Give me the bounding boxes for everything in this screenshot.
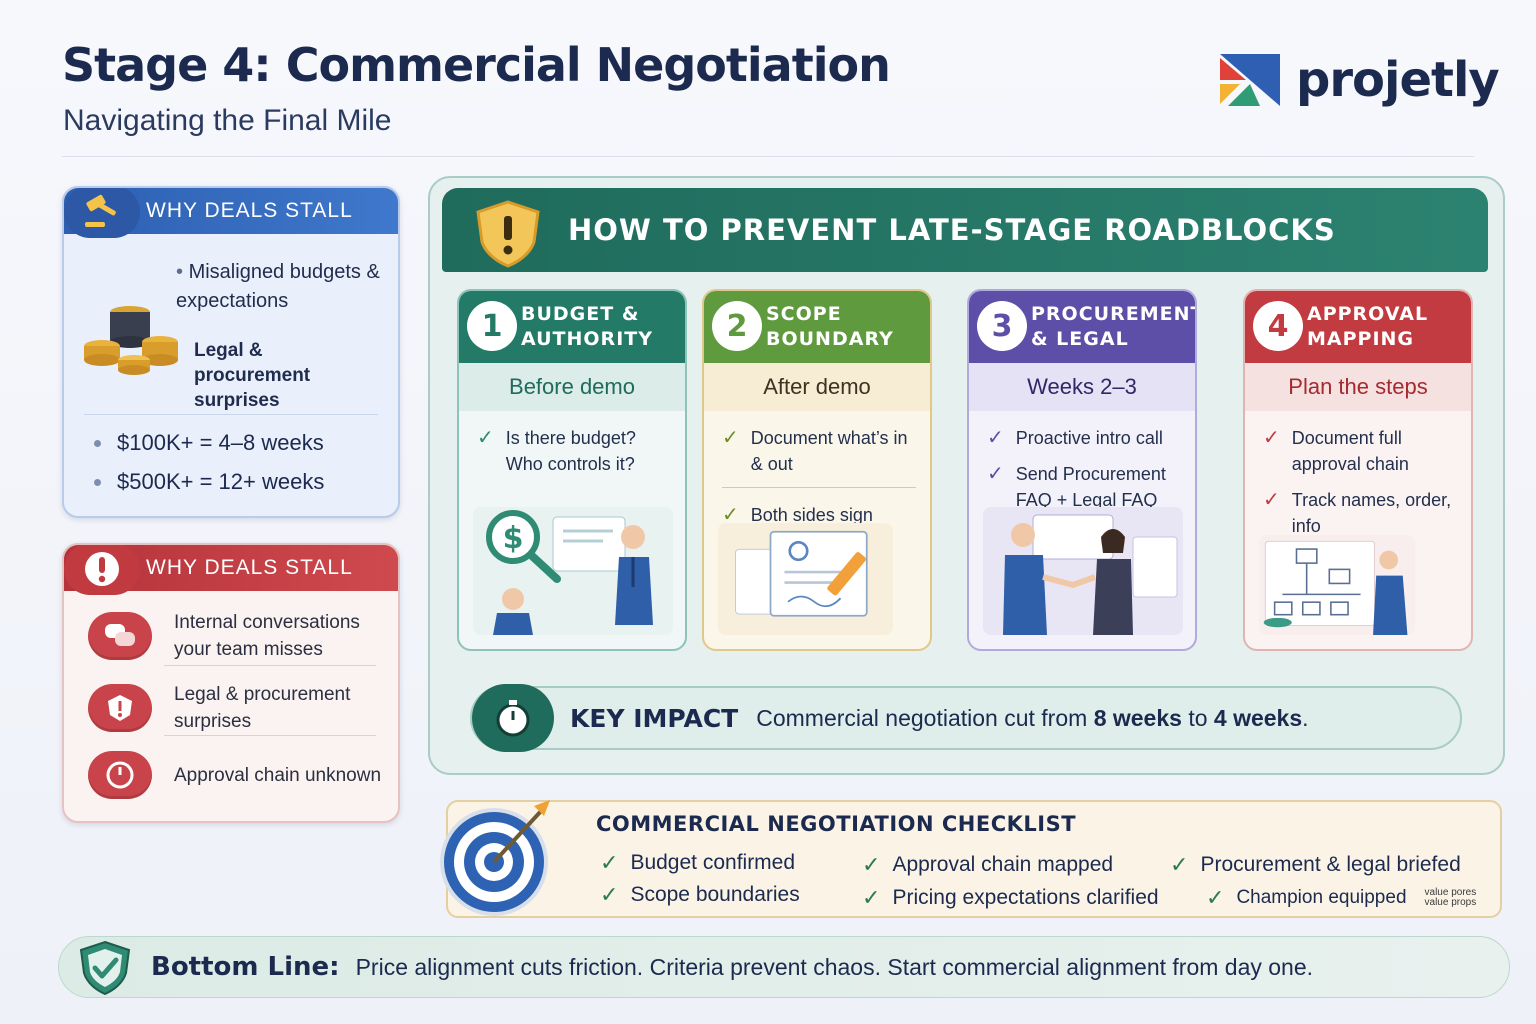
stall-risk-item: Internal conversations your team misses xyxy=(88,609,384,663)
check-icon: ✓ xyxy=(1263,489,1280,511)
item-divider xyxy=(164,665,376,666)
check-icon: ✓ xyxy=(722,427,739,449)
bottom-line-label: Bottom Line: xyxy=(151,952,340,982)
step-number: 1 xyxy=(467,301,517,351)
step-action: ✓ Both sides sign xyxy=(722,504,873,526)
checklist-title: COMMERCIAL NEGOTIATION CHECKLIST xyxy=(596,812,1077,836)
why-deals-stall-card-risks: WHY DEALS STALL Internal conversations y… xyxy=(62,543,400,823)
check-icon: ✓ xyxy=(987,427,1004,449)
alert-icon xyxy=(64,545,140,595)
clock-icon xyxy=(88,751,152,799)
step-action: ✓ Document what’s in & out xyxy=(722,425,916,477)
brand-name: projetly xyxy=(1296,52,1500,108)
step-timing: Plan the steps xyxy=(1245,363,1471,411)
step-timing: Weeks 2–3 xyxy=(969,363,1195,411)
checklist-item: ✓Approval chain mapped xyxy=(862,852,1114,877)
step-timing: Before demo xyxy=(459,363,685,411)
why-deals-stall-card-budget: WHY DEALS STALL • Misaligned budgets & e… xyxy=(62,186,400,518)
brand-logo: projetly xyxy=(1216,50,1500,110)
step-number: 2 xyxy=(712,301,762,351)
check-icon: ✓ xyxy=(600,850,619,875)
handshake-meeting-illustration xyxy=(983,507,1183,635)
stall-reason-legal: Legal & procurement surprises xyxy=(194,340,311,411)
budget-review-illustration: $ xyxy=(473,507,673,635)
gavel-icon xyxy=(64,188,140,238)
check-icon: ✓ xyxy=(477,427,494,449)
key-impact-banner: KEY IMPACT Commercial negotiation cut fr… xyxy=(470,684,1462,752)
check-icon: ✓ xyxy=(722,504,739,526)
header-divider xyxy=(62,156,1474,157)
step-timing: After demo xyxy=(704,363,930,411)
check-icon: ✓ xyxy=(987,463,1004,485)
chat-bubbles-icon xyxy=(88,612,152,660)
negotiation-checklist xyxy=(446,800,1502,918)
checklist-item: ✓Budget confirmed xyxy=(600,850,796,875)
item-divider xyxy=(164,735,376,736)
page-subtitle: Navigating the Final Mile xyxy=(63,104,392,137)
check-icon: ✓ xyxy=(1263,427,1280,449)
shield-alert-icon xyxy=(476,200,540,268)
signed-document-illustration xyxy=(718,523,893,635)
shield-check-icon xyxy=(79,940,131,996)
checklist-item: ✓Scope boundaries xyxy=(600,882,800,907)
target-icon xyxy=(440,800,550,916)
step-card-procurement-legal: PROCUREMENT& LEGAL 3 Weeks 2–3 ✓ Proacti… xyxy=(967,289,1197,651)
step-card-budget-authority: BUDGET &AUTHORITY 1 Before demo ✓ Is the… xyxy=(457,289,687,651)
warning-badge-icon xyxy=(88,684,152,732)
check-icon: ✓ xyxy=(862,885,881,910)
brand-mark-icon xyxy=(1220,54,1280,106)
stall-reason-budget: • Misaligned budgets & expectations xyxy=(176,261,380,312)
step-number: 4 xyxy=(1253,301,1303,351)
stall-risk-item: Approval chain unknown xyxy=(88,751,384,799)
check-icon: ✓ xyxy=(1206,885,1225,910)
check-icon: ✓ xyxy=(600,882,619,907)
checklist-item: ✓Procurement & legal briefed xyxy=(1170,852,1461,877)
deal-size-row: $100K+ = 4–8 weeks xyxy=(94,430,324,456)
stopwatch-icon xyxy=(472,684,554,752)
coins-icon xyxy=(84,306,178,375)
step-number: 3 xyxy=(977,301,1027,351)
page-title: Stage 4: Commercial Negotiation xyxy=(62,38,891,92)
step-action: ✓ Proactive intro call xyxy=(987,427,1163,449)
checklist-item: ✓Pricing expectations clarified xyxy=(862,885,1159,910)
check-icon: ✓ xyxy=(1170,852,1189,877)
step-action: ✓ Send Procurement FAQ + Legal FAQ xyxy=(987,461,1181,513)
step-action: ✓ Document full approval chain xyxy=(1263,425,1457,477)
card-divider xyxy=(84,414,378,415)
prevent-heading: HOW TO PREVENT LATE-STAGE ROADBLOCKS xyxy=(442,188,1488,272)
step-action: ✓ Track names, order, info xyxy=(1263,487,1457,539)
key-impact-label: KEY IMPACT xyxy=(570,703,739,733)
step-action: ✓ Is there budget? Who controls it? xyxy=(477,425,671,477)
key-impact-text: Commercial negotiation cut from 8 weeks … xyxy=(756,704,1309,731)
bottom-line-text: Price alignment cuts friction. Criteria … xyxy=(355,953,1314,980)
bullet-dot xyxy=(94,478,101,486)
stall-risk-item: Legal & procurement surprises xyxy=(88,681,384,735)
bottom-line-banner: Bottom Line: Price alignment cuts fricti… xyxy=(58,936,1510,998)
svg-text:$: $ xyxy=(503,521,524,556)
bullet-dot xyxy=(94,439,101,447)
approval-chart-illustration xyxy=(1259,535,1416,635)
item-divider xyxy=(722,487,916,488)
check-icon: ✓ xyxy=(862,852,881,877)
deal-size-row: $500K+ = 12+ weeks xyxy=(94,469,324,495)
